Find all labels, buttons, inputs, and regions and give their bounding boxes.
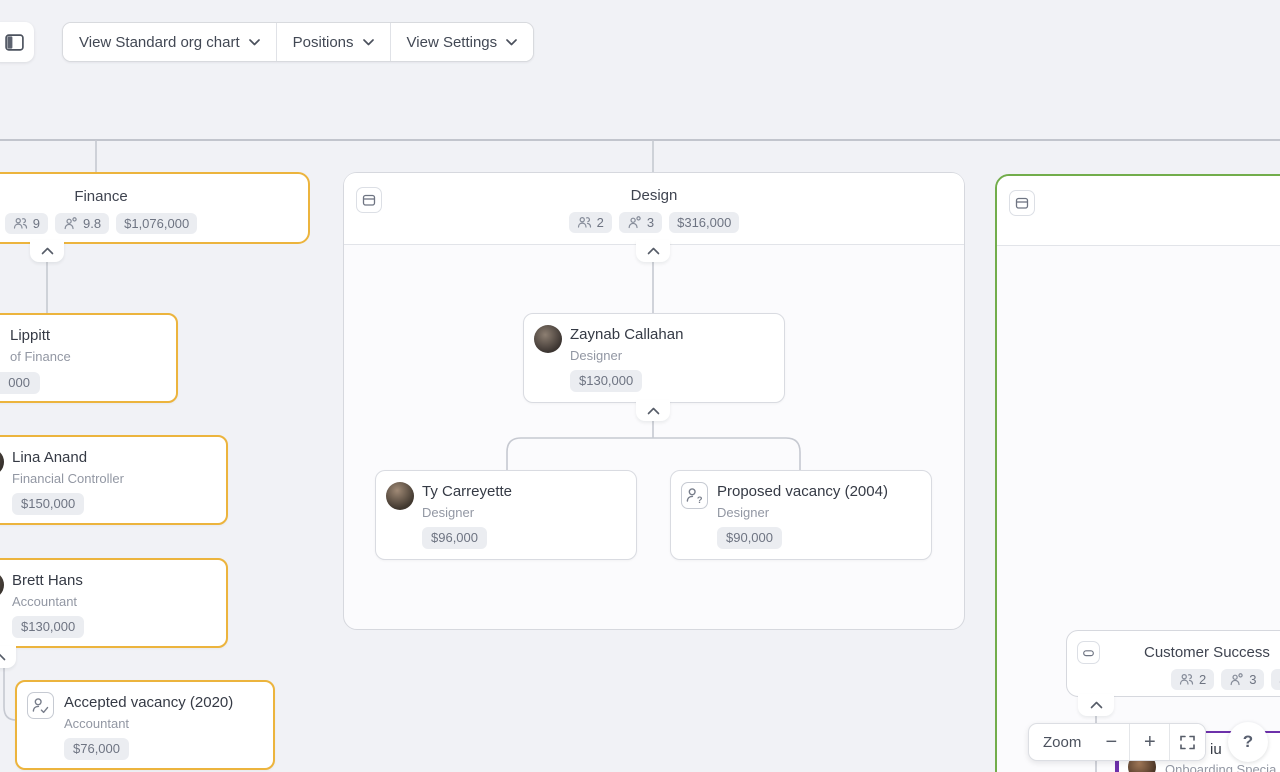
salary-badge: $90,000 (717, 527, 782, 549)
person-card-brett-hans[interactable]: Brett Hans Accountant $130,000 (0, 558, 228, 648)
avatar (0, 571, 4, 599)
collapse-brett-reports-button[interactable] (0, 646, 16, 668)
budget-badge: $316,000 (669, 212, 740, 233)
chevron-up-icon (0, 654, 5, 661)
help-button[interactable]: ? (1228, 722, 1268, 762)
zoom-controls: Zoom − + (1028, 723, 1207, 761)
budget-badge: $340, (1271, 669, 1280, 690)
headcount-value: 9 (32, 216, 41, 231)
person-card-zaynab-callahan[interactable]: Zaynab Callahan Designer $130,000 (523, 313, 785, 403)
person-question-icon: ? (686, 488, 703, 505)
salary-badge: 000 (0, 372, 40, 394)
view-selector-label: View Standard org chart (79, 33, 240, 51)
person-dot-icon (1230, 673, 1243, 686)
positions-menu-button[interactable]: Positions (275, 23, 390, 61)
view-selector-button[interactable]: View Standard org chart (63, 23, 276, 61)
fte-badge: 3 (1221, 669, 1265, 690)
headcount-value: 2 (596, 215, 604, 230)
avatar (386, 482, 414, 510)
person-dot-icon (64, 217, 77, 230)
card-window-icon (1015, 197, 1029, 209)
fte-value: 3 (1249, 672, 1257, 687)
view-toolbar: View Standard org chart Positions View S… (62, 22, 535, 62)
collapse-customer-success-card-button[interactable] (1077, 641, 1100, 664)
zoom-out-button[interactable]: − (1093, 724, 1130, 760)
chevron-up-icon (41, 247, 53, 255)
people-icon (577, 217, 591, 228)
dept-title-finance: Finance (74, 188, 128, 205)
chevron-up-icon (647, 247, 659, 255)
person-card-accepted-vacancy[interactable]: Accepted vacancy (2020) Accountant $76,0… (15, 680, 275, 770)
chevron-down-icon (248, 38, 260, 45)
card-window-icon (362, 194, 376, 206)
proposed-vacancy-badge: ? (681, 482, 708, 509)
expand-corners-icon (1180, 735, 1196, 749)
view-settings-label: View Settings (406, 33, 498, 51)
zoom-label: Zoom (1043, 733, 1082, 751)
accepted-vacancy-badge (27, 692, 54, 719)
dept-card-finance[interactable]: Finance 9 9.8 $1,076,000 (0, 172, 310, 244)
person-card-ty-carreyette[interactable]: Ty Carreyette Designer $96,000 (375, 470, 637, 560)
collapse-customer-success-children-button[interactable] (1078, 694, 1114, 716)
person-card-proposed-vacancy[interactable]: ? Proposed vacancy (2004) Designer $90,0… (670, 470, 932, 560)
salary-badge: $76,000 (64, 738, 129, 760)
person-card-lina-anand[interactable]: Lina Anand Financial Controller $150,000 (0, 435, 228, 525)
dept-title-customer-success: Customer Success (1144, 644, 1270, 661)
collapse-green-card-button[interactable] (1009, 190, 1035, 216)
salary-badge: $150,000 (12, 493, 85, 515)
headcount-badge: 9 (4, 213, 49, 234)
dept-header-green (997, 176, 1280, 246)
view-settings-button[interactable]: View Settings (389, 23, 534, 61)
fte-value: 9.8 (83, 216, 102, 231)
dept-title-design: Design (630, 187, 678, 204)
zoom-in-button[interactable]: + (1129, 724, 1170, 760)
fte-badge: 9.8 (55, 213, 110, 234)
svg-text:?: ? (697, 495, 703, 505)
fte-value: 3 (646, 215, 655, 230)
headcount-badge: 2 (1171, 669, 1215, 690)
card-pill-icon (1083, 649, 1094, 656)
salary-badge: $96,000 (422, 527, 487, 549)
salary-badge: $130,000 (12, 616, 85, 638)
budget-badge: $1,076,000 (116, 213, 198, 234)
sidebar-toggle-button[interactable] (0, 22, 34, 62)
collapse-finance-children-button[interactable] (30, 240, 64, 262)
fte-badge: 3 (618, 212, 663, 233)
collapse-design-card-button[interactable] (356, 187, 382, 213)
people-icon (1179, 674, 1194, 685)
headcount-value: 2 (1199, 672, 1207, 687)
dept-header-design: Design 2 3 $316,000 (344, 173, 964, 245)
panel-layout-icon (5, 33, 24, 51)
collapse-design-children-button[interactable] (636, 240, 670, 262)
person-check-icon (32, 698, 49, 714)
chevron-up-icon (647, 407, 659, 414)
chevron-down-icon (362, 38, 374, 45)
chevron-up-icon (1090, 701, 1102, 709)
dept-card-customer-success[interactable]: Customer Success 2 3 $340, (1066, 630, 1280, 697)
chevron-down-icon (506, 38, 517, 45)
person-dot-icon (628, 216, 641, 229)
avatar (0, 448, 4, 476)
people-icon (13, 218, 27, 229)
collapse-zaynab-reports-button[interactable] (636, 400, 670, 421)
fit-to-screen-button[interactable] (1169, 724, 1206, 760)
avatar (534, 325, 562, 353)
headcount-badge: 2 (568, 212, 612, 233)
salary-badge: $130,000 (570, 370, 643, 392)
person-card-lippitt[interactable]: Lippitt of Finance 000 (0, 313, 178, 403)
positions-menu-label: Positions (292, 33, 354, 51)
